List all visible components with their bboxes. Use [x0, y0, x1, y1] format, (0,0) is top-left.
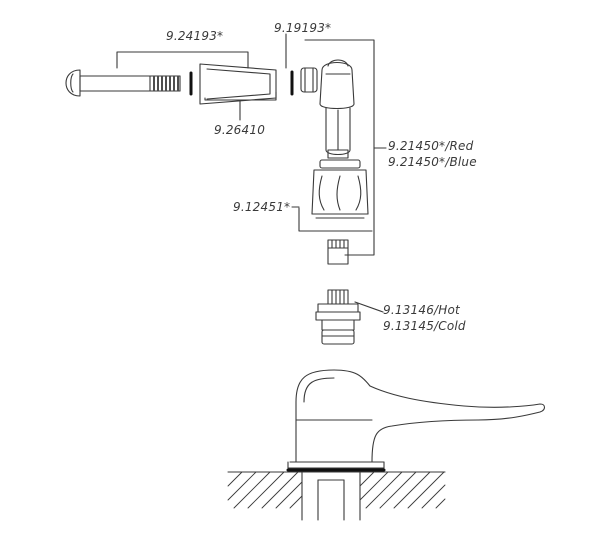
cover-shroud — [311, 159, 369, 219]
label-part-screw: 9.24193* — [166, 29, 224, 43]
faucet-body — [287, 369, 546, 469]
spline-adapter — [327, 239, 349, 265]
label-part-lever: 9.26410 — [214, 123, 266, 137]
handle-hub — [319, 59, 355, 159]
counter-hatching — [227, 471, 446, 509]
screw-thread — [153, 76, 179, 91]
label-part-nut: 9.19193* — [274, 21, 332, 35]
small-nut — [300, 67, 318, 93]
label-part-index-blue: 9.21450*/Blue — [388, 155, 477, 169]
mounting-surface — [227, 471, 446, 521]
valve-cartridge — [315, 289, 361, 345]
screw — [65, 69, 181, 97]
label-part-cover: 9.12451* — [233, 200, 291, 214]
label-part-cartridge-hot: 9.13146/Hot — [383, 303, 460, 317]
label-part-cartridge-cold: 9.13145/Cold — [383, 319, 466, 333]
label-part-index-red: 9.21450*/Red — [388, 139, 474, 153]
leader-lines — [116, 33, 387, 313]
lever-handle — [199, 63, 277, 105]
